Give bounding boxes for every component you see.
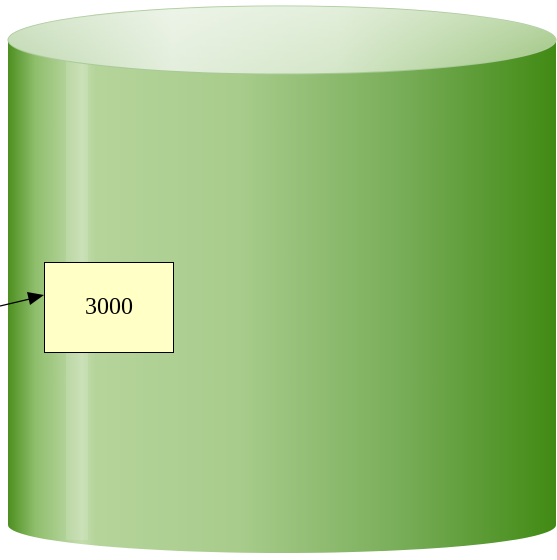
cylinder-value-label: 3000 <box>44 262 174 353</box>
arrow-head-icon <box>27 292 44 305</box>
cylinder-value-text: 3000 <box>85 294 133 320</box>
cylinder-body <box>8 40 556 553</box>
cylinder-top-shine <box>8 6 556 74</box>
arrow-line <box>0 297 35 307</box>
